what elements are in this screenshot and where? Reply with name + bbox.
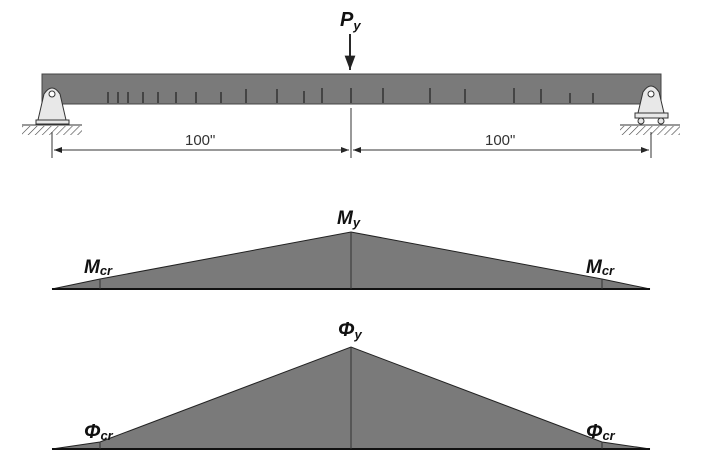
moment-peak-label: My: [337, 208, 361, 230]
curvature-markers: [99, 347, 603, 449]
load-label: Py: [340, 9, 361, 33]
dimension-right: 100": [485, 132, 515, 149]
moment-markers: [99, 232, 603, 289]
roller-support: [620, 85, 680, 135]
dimension-left: 100": [185, 132, 215, 149]
curvature-crack-label-right: Φcr: [586, 421, 616, 443]
moment-crack-label-right: Mcr: [586, 257, 615, 278]
moment-crack-label-left: Mcr: [84, 257, 113, 278]
crack-marks: [107, 88, 594, 103]
curvature-peak-label: Φy: [338, 319, 362, 342]
pin-support: [22, 87, 82, 135]
curvature-crack-label-left: Φcr: [84, 421, 114, 443]
dimension-lines: [51, 108, 652, 158]
